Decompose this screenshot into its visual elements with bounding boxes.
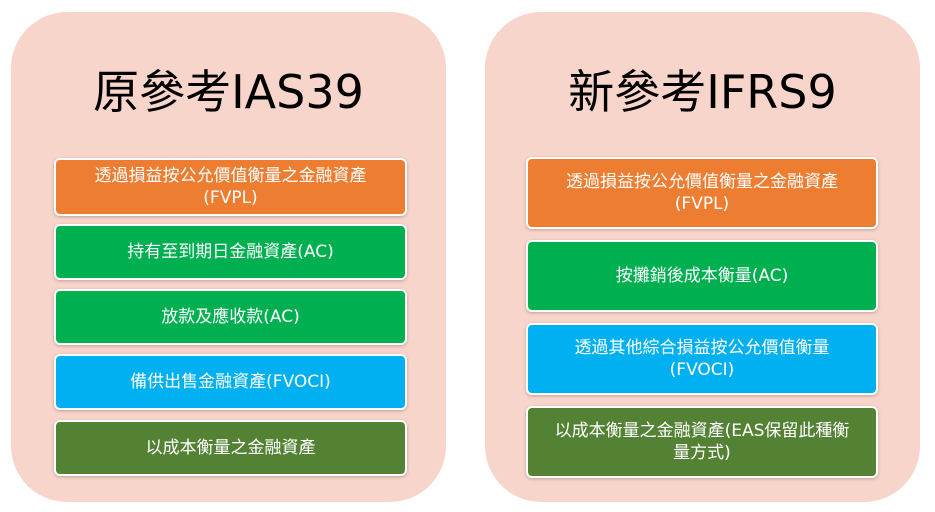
box-label: (FVOCI) — [669, 360, 735, 380]
panel-title-ifrs9: 新參考IFRS9 — [568, 65, 837, 119]
box-label: 持有至到期日金融資產(AC) — [127, 242, 334, 262]
box-label: (FVPL) — [203, 188, 258, 208]
panel-ifrs9: 新參考IFRS9 透過損益按公允價值衡量之金融資產 (FVPL) 按攤銷後成本衡… — [485, 12, 920, 502]
box-label: 透過損益按公允價值衡量之金融資產 — [94, 166, 367, 186]
panel-ias39: 原參考IAS39 透過損益按公允價值衡量之金融資產 (FVPL) 持有至到期日金… — [11, 12, 446, 502]
box-label: 以成本衡量之金融資產(EAS保留此種衡 — [554, 421, 850, 441]
box-ias39-fvpl: 透過損益按公允價值衡量之金融資產 (FVPL) — [54, 158, 407, 216]
box-label: 以成本衡量之金融資產 — [145, 438, 316, 458]
box-label: 透過其他綜合損益按公允價值衡量 — [574, 338, 830, 358]
panel-title-ias39: 原參考IAS39 — [93, 65, 364, 119]
box-label: 備供出售金融資產(FVOCI) — [130, 372, 331, 392]
box-label: 透過損益按公允價值衡量之金融資產 — [566, 172, 838, 192]
box-ifrs9-amortised-cost: 按攤銷後成本衡量(AC) — [526, 240, 878, 312]
box-label: 放款及應收款(AC) — [161, 307, 300, 327]
box-label: (FVPL) — [674, 194, 730, 214]
box-ias39-held-to-maturity: 持有至到期日金融資產(AC) — [54, 224, 407, 280]
box-ifrs9-at-cost: 以成本衡量之金融資產(EAS保留此種衡 量方式) — [526, 406, 878, 478]
box-ias39-loans-receivables: 放款及應收款(AC) — [54, 289, 407, 345]
box-ias39-at-cost: 以成本衡量之金融資產 — [54, 420, 407, 476]
box-label: 量方式) — [673, 443, 731, 463]
box-ifrs9-fvpl: 透過損益按公允價值衡量之金融資產 (FVPL) — [526, 157, 878, 229]
box-ias39-available-for-sale: 備供出售金融資產(FVOCI) — [54, 354, 407, 410]
box-ifrs9-fvoci: 透過其他綜合損益按公允價值衡量 (FVOCI) — [526, 323, 878, 395]
box-label: 按攤銷後成本衡量(AC) — [615, 266, 789, 286]
